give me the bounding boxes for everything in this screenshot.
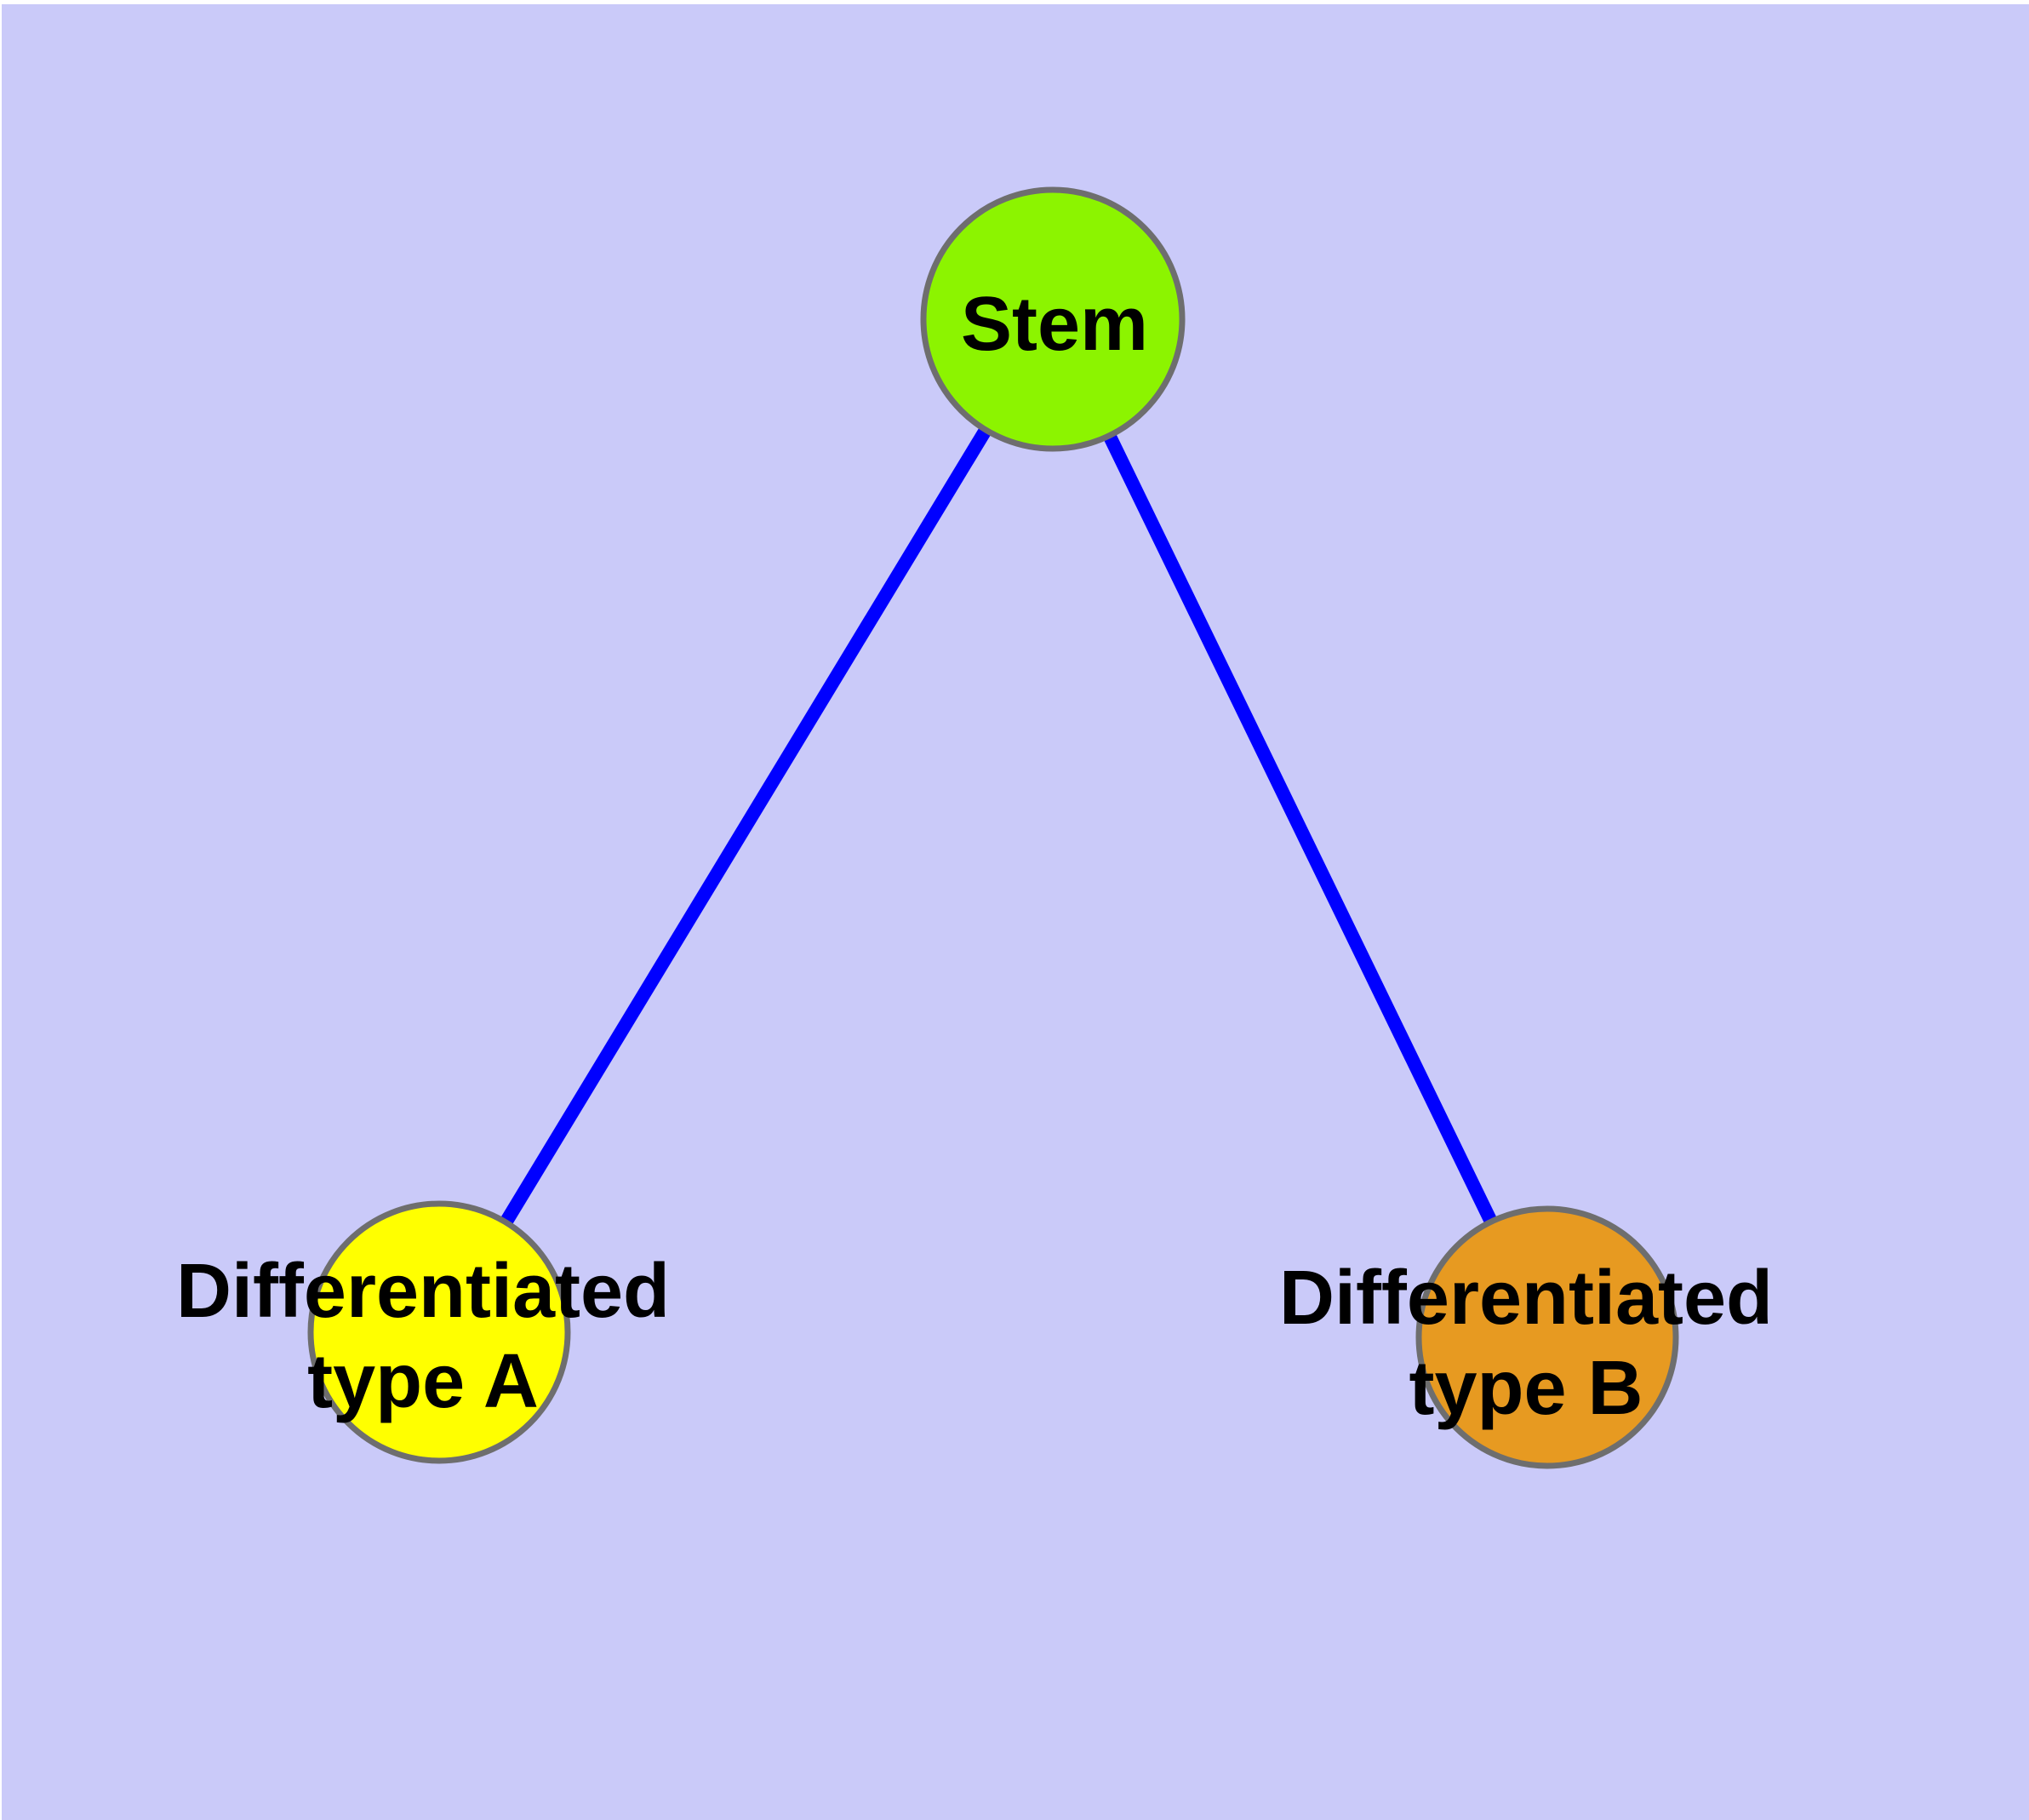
node-type-b-label-line2: type B: [1409, 1346, 1643, 1431]
node-type-a-label-line2: type A: [307, 1339, 539, 1424]
node-type-b: [1415, 1205, 1679, 1469]
node-type-a: [307, 1200, 571, 1464]
node-type-a-label-line1: Differentiated: [176, 1249, 670, 1334]
node-type-b-label-line1: Differentiated: [1279, 1256, 1773, 1341]
node-stem-label: Stem: [961, 282, 1148, 367]
node-stem: [920, 186, 1186, 452]
edge-stem-to-type-b: [1046, 316, 1554, 1341]
edge-stem-to-type-a: [433, 315, 1059, 1336]
